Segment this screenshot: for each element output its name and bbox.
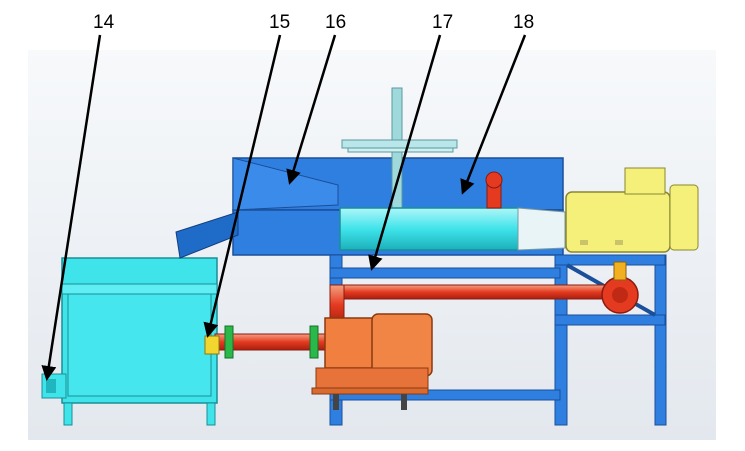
callout-label-18: 18 — [513, 12, 534, 33]
callout-labels: 14 15 16 17 18 — [93, 12, 534, 33]
transfer-pump — [311, 313, 433, 410]
callout-label-16: 16 — [325, 12, 346, 33]
tank — [41, 257, 218, 426]
screw-press-cylinder — [339, 171, 566, 251]
callout-arrow-17 — [368, 34, 442, 271]
feed-pipe — [204, 325, 326, 359]
callout-label-14: 14 — [93, 12, 115, 33]
return-pipe — [329, 261, 639, 326]
callout-label-15: 15 — [269, 12, 290, 33]
callout-arrow-14 — [41, 34, 102, 381]
inlet-fitting — [204, 335, 220, 355]
callout-arrow-16 — [286, 34, 337, 185]
callout-label-17: 17 — [432, 12, 453, 33]
gear-motor — [565, 167, 699, 253]
agitator — [341, 87, 458, 214]
callout-arrows — [41, 34, 527, 381]
callout-arrow-18 — [460, 34, 527, 195]
callout-arrow-15 — [203, 34, 282, 338]
